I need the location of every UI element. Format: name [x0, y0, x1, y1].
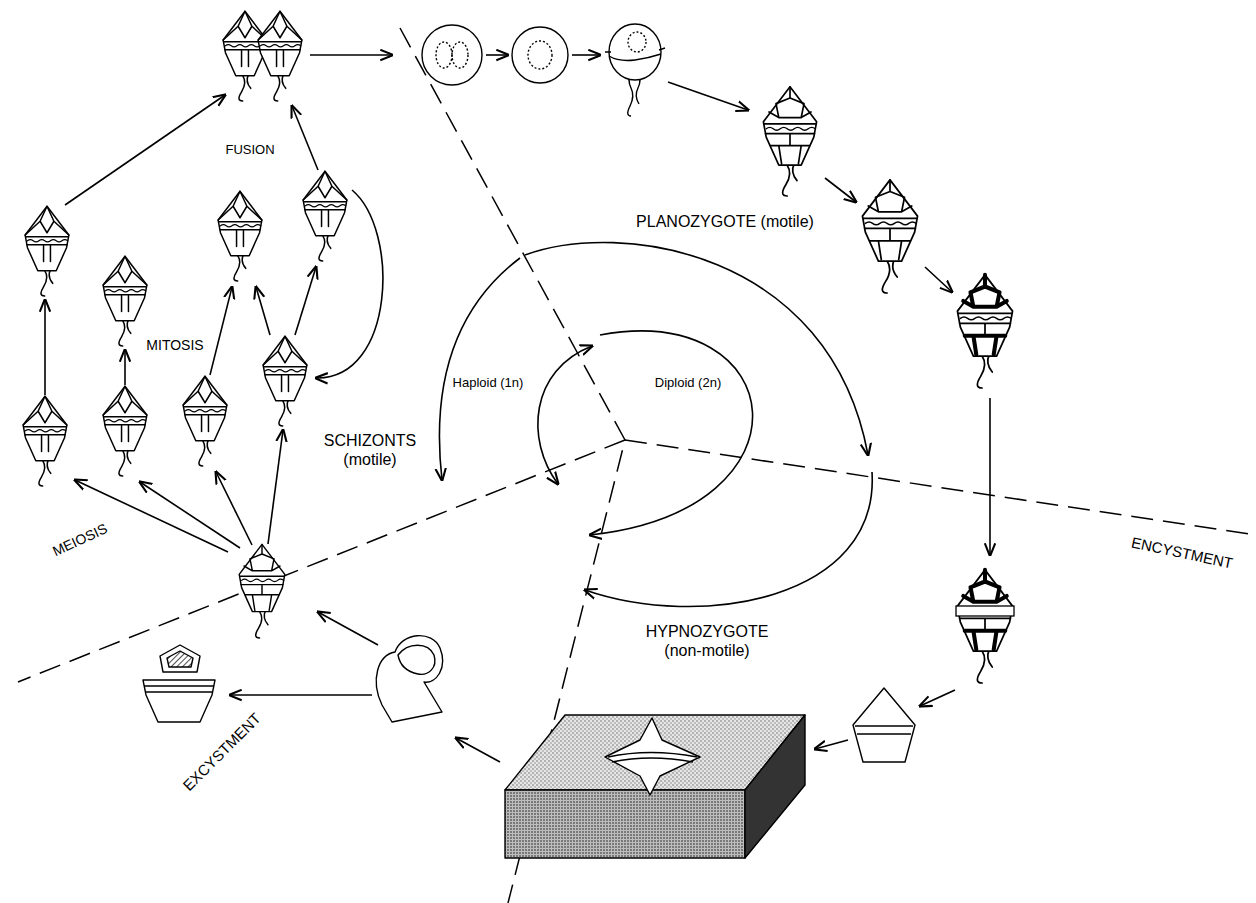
- empty-theca: [143, 680, 215, 722]
- stage-label: ENCYSTMENT: [1128, 533, 1237, 573]
- arrow: [668, 82, 748, 110]
- excystment-stage: [143, 636, 443, 722]
- emerging-cell: [398, 645, 435, 674]
- schizont-cell: [103, 256, 147, 346]
- planozygote-young: [609, 24, 661, 80]
- nucleus: [528, 41, 552, 69]
- arrow: [44, 300, 46, 395]
- arrow: [318, 612, 378, 645]
- open-cyst: [376, 636, 442, 722]
- process-arrows: [45, 55, 990, 762]
- sediment-block: [505, 715, 805, 858]
- divider-line: [625, 440, 1256, 535]
- arrow: [210, 287, 232, 375]
- girdle: [609, 54, 661, 61]
- stage-label: SCHIZONTS (motile): [317, 431, 423, 469]
- cyst: [853, 688, 915, 762]
- girdle-band: [956, 606, 1014, 616]
- nucleus: [628, 32, 646, 52]
- girdle: [855, 726, 913, 734]
- arrow: [989, 398, 991, 555]
- schizont-cell: [218, 191, 262, 281]
- arrow: [268, 430, 283, 544]
- arrow: [925, 267, 952, 292]
- arrow: [486, 54, 508, 56]
- schizont-cell: [183, 376, 227, 466]
- arrow: [920, 690, 955, 706]
- arrow: [216, 472, 252, 545]
- operculum: [160, 645, 200, 672]
- stage-label: EXCYSTMENT: [178, 708, 266, 796]
- schizont-cell: [25, 206, 69, 296]
- stage-label: MITOSIS: [144, 337, 205, 354]
- schizont-cell: [303, 171, 347, 261]
- arrow: [124, 350, 126, 385]
- nucleus: [452, 42, 468, 68]
- arrow: [456, 738, 500, 762]
- nucleus: [436, 42, 452, 68]
- divider-lines: [18, 28, 1256, 903]
- planozygote-arc: [525, 242, 868, 455]
- schizont-arc: [439, 258, 520, 480]
- arrow: [310, 54, 392, 56]
- planozygote-cell: [763, 87, 816, 196]
- arrow: [256, 287, 270, 335]
- schizont-cell: [263, 336, 307, 426]
- divider-line: [18, 440, 625, 682]
- cycle-arcs: [439, 242, 872, 606]
- arrow: [825, 178, 856, 202]
- gamete-cell: [258, 11, 302, 101]
- zygote-circle: [422, 25, 482, 85]
- stage-label: PLANOZYGOTE (motile): [634, 212, 816, 231]
- arrow: [292, 106, 318, 170]
- hypnozygote-cyst: [853, 688, 915, 762]
- girdle: [144, 686, 214, 692]
- arrow: [572, 54, 600, 56]
- schizont-cell: [103, 386, 147, 476]
- planozygote-cells: [763, 87, 1014, 683]
- stage-label: HYPNOZYGOTE (non-motile): [637, 622, 777, 660]
- resting-cyst: [605, 718, 700, 795]
- sediment-side: [745, 715, 805, 858]
- arrow: [75, 480, 228, 552]
- stage-label: Haploid (1n): [451, 375, 526, 391]
- girdle: [608, 753, 697, 763]
- zygote-formation: [422, 24, 665, 116]
- arrow: [230, 694, 372, 696]
- encysting-cell: [957, 570, 1012, 683]
- diploid-arc: [590, 331, 753, 535]
- hypnozygote-arc: [585, 472, 872, 607]
- sediment-front: [505, 790, 745, 858]
- archeopyle-plate: [167, 651, 193, 667]
- excysted-cell: [239, 544, 285, 638]
- haploid-arc: [538, 346, 592, 484]
- gamete-cell: [223, 11, 267, 101]
- planozygote-cell: [862, 180, 917, 293]
- schizont-cell: [23, 396, 67, 486]
- schizont-cells: [23, 11, 347, 638]
- zygote-circle: [512, 27, 568, 83]
- planozygote-cell: [957, 275, 1012, 388]
- arrow: [815, 740, 848, 749]
- arrow: [295, 267, 316, 335]
- stage-label: Diploid (2n): [653, 375, 723, 391]
- stage-label: MEIOSIS: [48, 519, 112, 561]
- stage-label: FUSION: [223, 142, 276, 158]
- arrow: [65, 95, 225, 205]
